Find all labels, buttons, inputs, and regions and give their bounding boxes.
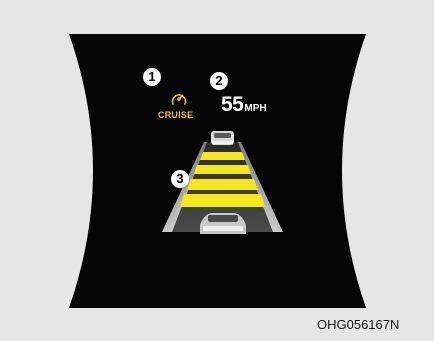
set-speed-readout: 55MPH xyxy=(221,93,267,117)
callout-marker-2: 2 xyxy=(210,72,228,90)
figure-reference-code: OHG056167N xyxy=(317,317,399,332)
distance-bar-4 xyxy=(180,194,265,207)
distance-bar-1 xyxy=(200,152,245,160)
callout-marker-3: 3 xyxy=(171,170,189,188)
set-speed-value: 55 xyxy=(221,93,243,116)
callout-marker-1: 1 xyxy=(143,68,161,86)
set-speed-unit: MPH xyxy=(244,103,266,114)
lead-vehicle xyxy=(211,131,234,145)
distance-bar-3 xyxy=(187,179,258,190)
own-vehicle xyxy=(200,213,246,234)
distance-bar-2 xyxy=(194,165,251,174)
cruise-label: CRUISE xyxy=(158,110,193,120)
